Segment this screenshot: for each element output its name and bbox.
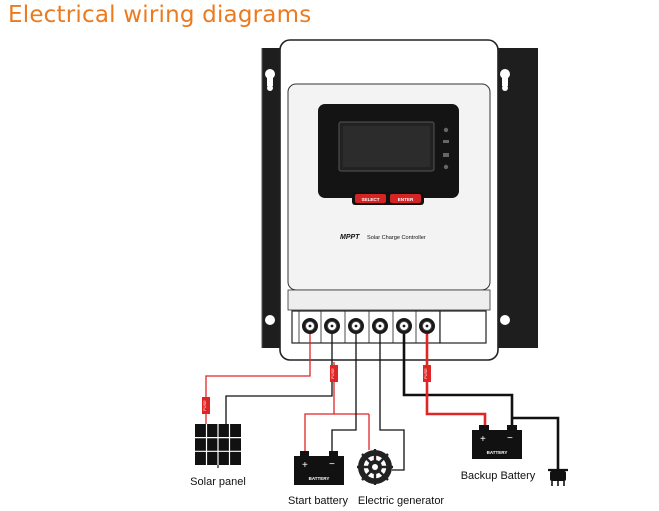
start-battery-text: BATTERY — [309, 476, 330, 481]
fuse-backup-battery-label: FUSE — [423, 368, 428, 379]
product-name-label: Solar Charge Controller — [367, 235, 426, 241]
charge-indicator-icon — [443, 140, 449, 143]
fuse-start-battery-label: FUSE — [330, 368, 335, 379]
backup-battery-label: Backup Battery — [461, 470, 536, 482]
status-led-icon — [443, 127, 449, 133]
mounting-hole-top-left — [265, 69, 275, 91]
mounting-hole-top-right — [500, 69, 510, 91]
charge-controller: SELECT ENTER MPPT Solar Charge Controlle… — [261, 39, 538, 361]
backup-battery-text: BATTERY — [487, 450, 508, 455]
ground-wire — [512, 416, 560, 470]
fuse-backup-battery: FUSE — [423, 365, 431, 382]
select-button[interactable] — [355, 194, 386, 203]
electric-generator-icon — [357, 449, 393, 485]
start-battery-label: Start battery — [288, 495, 348, 507]
generator-negative-wire — [379, 334, 405, 471]
start-battery-icon: + − BATTERY — [294, 451, 344, 485]
mounting-hole-bottom-right — [500, 315, 510, 325]
terminal-cover — [287, 289, 491, 311]
enter-button[interactable] — [390, 194, 421, 203]
brand-label: MPPT — [340, 234, 360, 241]
battery-indicator-icon — [443, 153, 449, 157]
solar-panel-icon — [195, 424, 241, 468]
solar-panel-label: Solar panel — [190, 476, 246, 488]
fuse-solar: FUSE — [202, 397, 210, 414]
backup-battery-icon: + − BATTERY — [472, 425, 522, 459]
svg-text:+: + — [302, 460, 308, 471]
page-title: Electrical wiring diagrams — [8, 2, 312, 28]
start-battery-negative-wire — [331, 334, 357, 455]
electric-generator-label: Electric generator — [358, 495, 445, 507]
enter-button-label: ENTER — [398, 197, 414, 202]
select-button-label: SELECT — [361, 197, 379, 202]
svg-text:−: − — [507, 433, 513, 444]
ground-icon — [548, 468, 568, 486]
fuse-solar-label: FUSE — [202, 400, 207, 411]
backup-negative-wire — [402, 334, 514, 426]
svg-text:−: − — [329, 459, 335, 470]
load-indicator-icon — [443, 164, 449, 170]
start-battery-positive-wire — [304, 362, 335, 455]
terminal-screws — [298, 311, 435, 343]
svg-text:+: + — [480, 434, 486, 445]
fuse-start-battery: FUSE — [330, 365, 338, 382]
mounting-hole-bottom-left — [265, 315, 275, 325]
